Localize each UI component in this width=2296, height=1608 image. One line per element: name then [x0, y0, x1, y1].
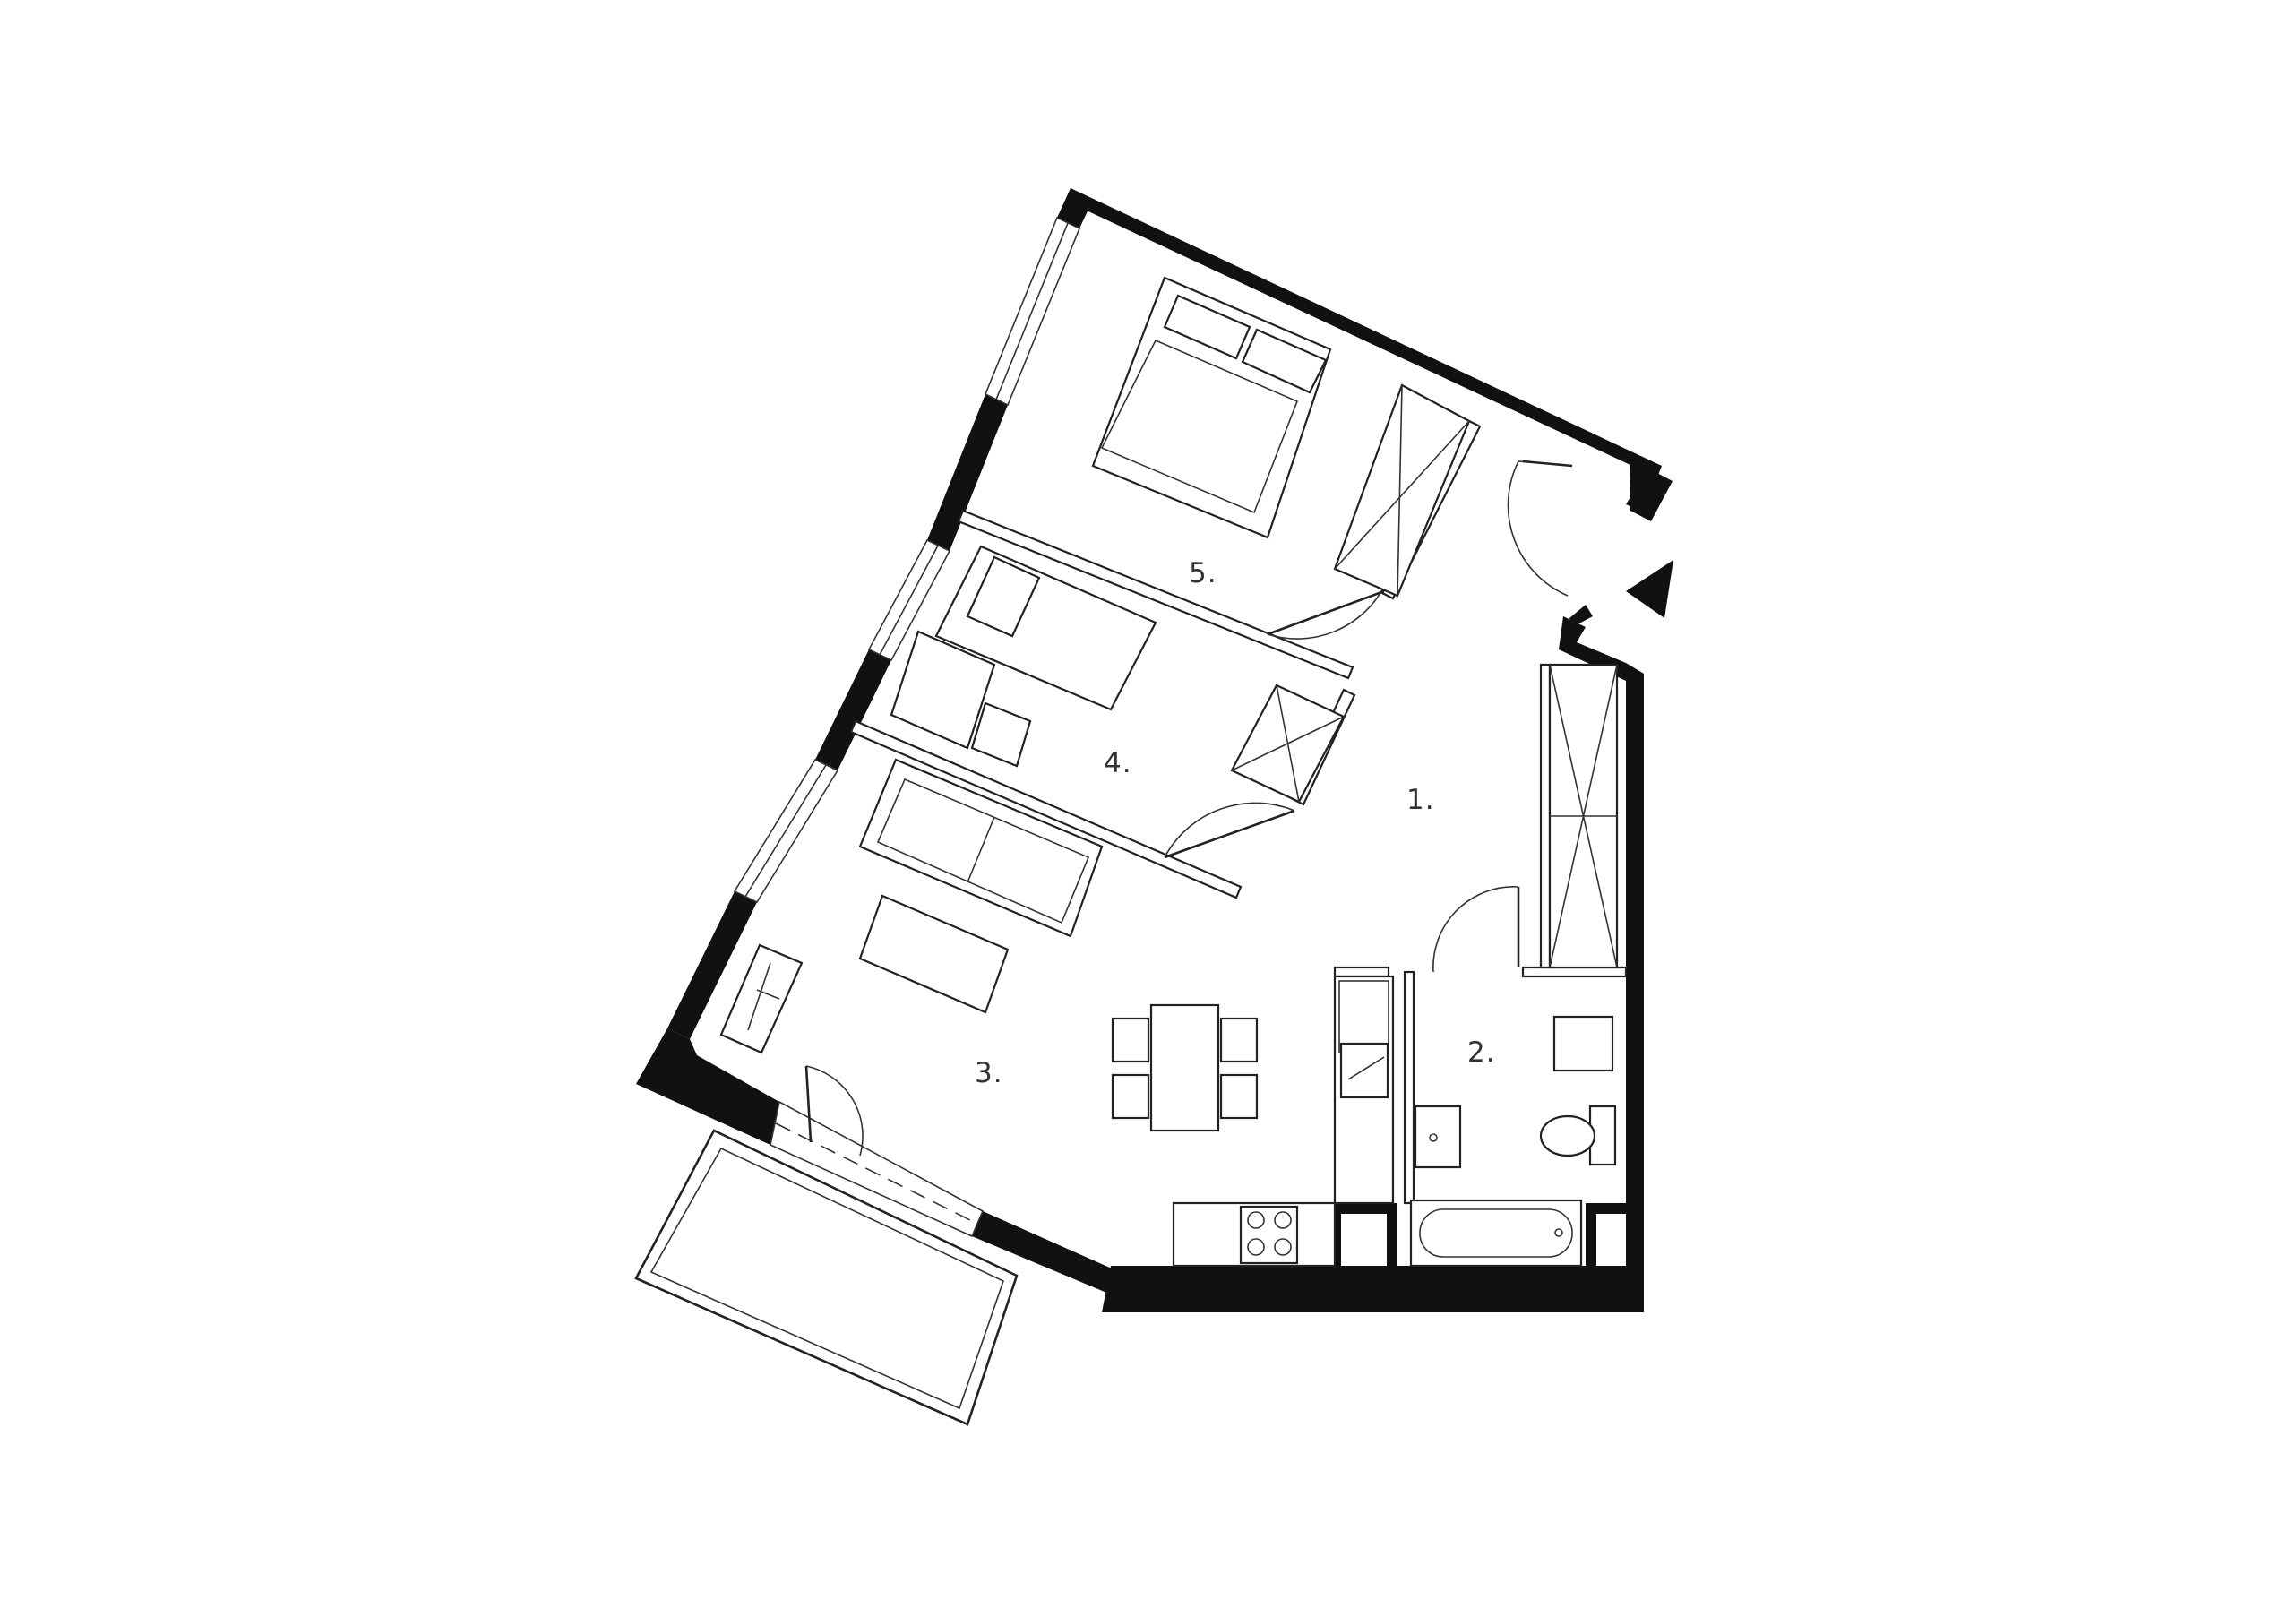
living-room-furniture [719, 758, 1259, 1132]
balcony [634, 1129, 1019, 1426]
windows [733, 216, 1081, 1238]
doors [804, 460, 1573, 1157]
bathroom-fixtures [1409, 663, 1619, 1268]
room-label-4: 4. [1104, 747, 1132, 779]
kitchen-furniture [1172, 975, 1395, 1268]
room-label-3: 3. [975, 1057, 1003, 1089]
room-4-furniture [890, 545, 1346, 804]
exterior-walls [636, 188, 1673, 1312]
room-labels: 1. 2. 3. 4. 5. [975, 557, 1496, 1089]
room-label-1: 1. [1406, 784, 1435, 816]
room-label-2: 2. [1467, 1036, 1496, 1069]
room-label-5: 5. [1189, 557, 1217, 589]
triangle-arrow-icon [1626, 560, 1673, 618]
bedroom-5-furniture [1091, 276, 1471, 598]
